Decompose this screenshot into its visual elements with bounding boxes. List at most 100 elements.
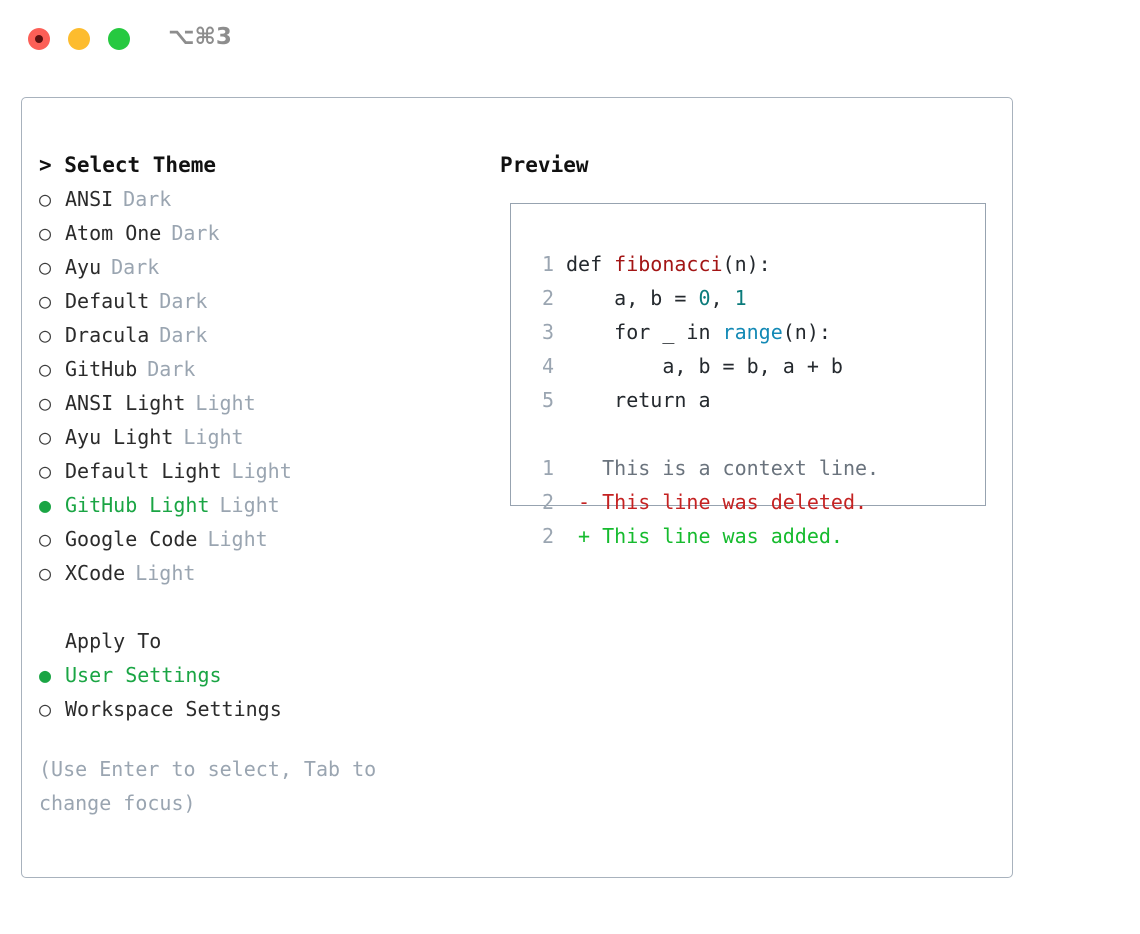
list-spacer (39, 590, 479, 624)
diff-sample: 1 This is a context line.2 - This line w… (532, 451, 879, 553)
code-token-plain: , (710, 286, 735, 310)
radio-unselected-icon[interactable]: ○ (39, 357, 52, 381)
window-title: ⌥⌘3 (168, 24, 232, 50)
apply-to-item[interactable]: ● User Settings (39, 658, 479, 692)
radio-unselected-icon[interactable]: ○ (39, 425, 52, 449)
code-line: 4 a, b = b, a + b (532, 349, 879, 383)
traffic-light-controls (28, 28, 130, 50)
line-number: 2 (541, 286, 554, 310)
code-token-plain: (n): (782, 320, 831, 344)
line-number: 5 (541, 388, 554, 412)
radio-selected-icon[interactable]: ● (39, 663, 52, 687)
theme-name-label: Default Light (65, 459, 222, 483)
code-token-plain: (n): (722, 252, 771, 276)
keyboard-hint: (Use Enter to select, Tab to change focu… (39, 757, 389, 815)
radio-unselected-icon[interactable]: ○ (39, 323, 52, 347)
theme-variant-tag: Light (135, 561, 196, 585)
preview-heading: Preview (500, 153, 589, 177)
theme-name-label: GitHub Light (65, 493, 210, 517)
apply-to-label: User Settings (65, 663, 222, 687)
code-token-ctx: This is a context line. (566, 456, 880, 480)
code-token-plain: a, b = (566, 286, 699, 310)
code-line: 2 - This line was deleted. (532, 485, 879, 519)
code-token-plain: a, b = b, a + b (566, 354, 843, 378)
code-line: 1 This is a context line. (532, 451, 879, 485)
line-number: 1 (541, 456, 554, 480)
theme-list-item[interactable]: ○ Atom One Dark (39, 216, 479, 250)
close-button[interactable] (28, 28, 50, 50)
title-bar: ⌥⌘3 (0, 0, 1140, 76)
theme-list-item[interactable]: ○ ANSI Dark (39, 182, 479, 216)
theme-list-item[interactable]: ○ GitHub Dark (39, 352, 479, 386)
radio-unselected-icon[interactable]: ○ (39, 289, 52, 313)
theme-name-label: ANSI (65, 187, 114, 211)
radio-unselected-icon[interactable]: ○ (39, 697, 52, 721)
radio-unselected-icon[interactable]: ○ (39, 561, 52, 585)
theme-variant-tag: Dark (159, 289, 208, 313)
line-number: 3 (541, 320, 554, 344)
code-token-del: - This line was deleted. (566, 490, 868, 514)
code-token-num: 1 (734, 286, 747, 310)
line-number: 2 (541, 490, 554, 514)
theme-variant-tag: Light (183, 425, 244, 449)
theme-list-item[interactable]: ○ Ayu Light Light (39, 420, 479, 454)
apply-to-list[interactable]: ● User Settings ○ Workspace Settings (39, 658, 479, 726)
radio-unselected-icon[interactable]: ○ (39, 391, 52, 415)
radio-unselected-icon[interactable]: ○ (39, 459, 52, 483)
theme-name-label: Atom One (65, 221, 162, 245)
theme-name-label: GitHub (65, 357, 138, 381)
code-token-plain: for _ in (566, 320, 723, 344)
radio-unselected-icon[interactable]: ○ (39, 221, 52, 245)
radio-unselected-icon[interactable]: ○ (39, 187, 52, 211)
theme-name-label: Default (65, 289, 150, 313)
theme-name-label: Dracula (65, 323, 150, 347)
radio-unselected-icon[interactable]: ○ (39, 255, 52, 279)
theme-variant-tag: Light (195, 391, 256, 415)
theme-variant-tag: Light (207, 527, 268, 551)
radio-selected-icon[interactable]: ● (39, 493, 52, 517)
theme-panel-heading: > Select Theme (39, 153, 217, 177)
apply-to-item[interactable]: ○ Workspace Settings (39, 692, 479, 726)
theme-list-item[interactable]: ○ XCode Light (39, 556, 479, 590)
theme-name-label: XCode (65, 561, 126, 585)
code-token-builtin: range (722, 320, 783, 344)
theme-variant-tag: Dark (111, 255, 160, 279)
code-token-add: + This line was added. (566, 524, 843, 548)
radio-unselected-icon[interactable]: ○ (39, 527, 52, 551)
code-token-plain: def (566, 252, 615, 276)
apply-to-label: Workspace Settings (65, 697, 282, 721)
theme-variant-tag: Dark (171, 221, 220, 245)
theme-variant-tag: Dark (123, 187, 172, 211)
maximize-button[interactable] (108, 28, 130, 50)
code-token-num: 0 (698, 286, 711, 310)
code-token-func: fibonacci (614, 252, 723, 276)
code-diff-gap (532, 417, 879, 451)
code-line: 2 a, b = 0, 1 (532, 281, 879, 315)
theme-list-item[interactable]: ○ ANSI Light Light (39, 386, 479, 420)
code-line: 2 + This line was added. (532, 519, 879, 553)
theme-name-label: ANSI Light (65, 391, 186, 415)
line-number: 2 (541, 524, 554, 548)
theme-list-item[interactable]: ○ Google Code Light (39, 522, 479, 556)
theme-variant-tag: Dark (147, 357, 196, 381)
theme-variant-tag: Light (219, 493, 280, 517)
theme-list-item[interactable]: ○ Default Dark (39, 284, 479, 318)
theme-name-label: Google Code (65, 527, 198, 551)
preview-pane: Preview (500, 148, 1000, 182)
theme-name-label: Ayu Light (65, 425, 174, 449)
code-token-plain: return a (566, 388, 711, 412)
theme-list-item[interactable]: ● GitHub Light Light (39, 488, 479, 522)
minimize-button[interactable] (68, 28, 90, 50)
code-line: 3 for _ in range(n): (532, 315, 879, 349)
